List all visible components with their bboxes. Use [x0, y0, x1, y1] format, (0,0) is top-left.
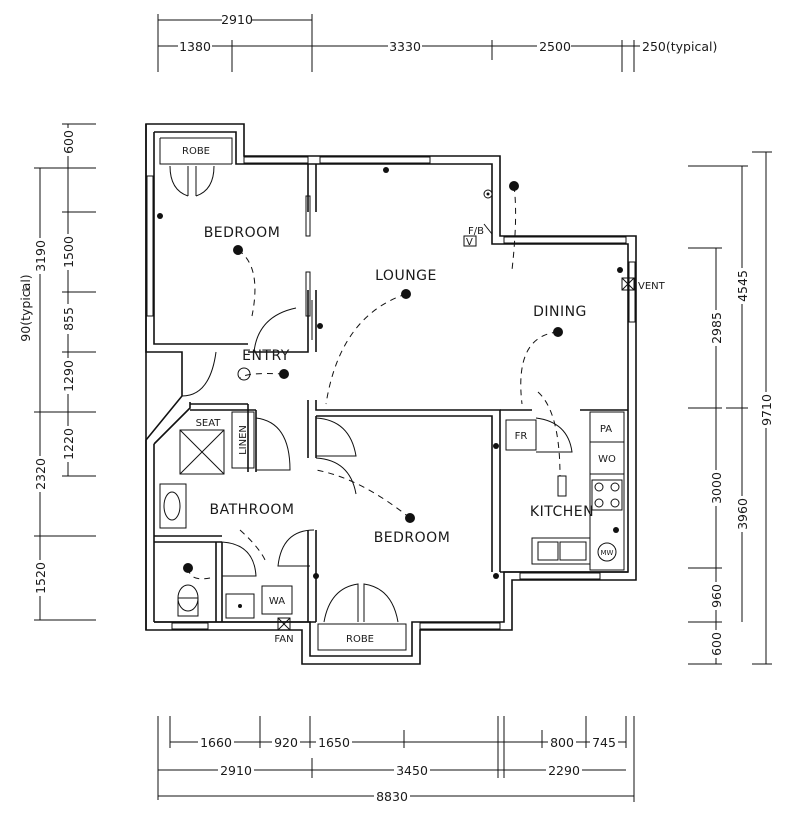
shower: [179, 429, 225, 475]
sliding-doors: [305, 195, 313, 340]
dim-left-1220: 1220: [61, 428, 76, 460]
light-switch-paths: [187, 185, 561, 580]
fire-box: [463, 223, 493, 247]
label-v: V: [466, 237, 473, 248]
bottom-dimensions: 1660 920 1650 800 745 2910 3450 2290 883…: [157, 716, 635, 804]
dim-right-600: 600: [709, 632, 724, 656]
dim-right-3000: 3000: [709, 472, 724, 504]
label-seat: SEAT: [196, 418, 222, 429]
label-linen: LINEN: [238, 425, 249, 455]
fan-symbol: [277, 617, 291, 631]
light-points: [157, 167, 623, 579]
dim-left-1500: 1500: [61, 236, 76, 268]
dim-left-1290: 1290: [61, 360, 76, 392]
label-robe-1: ROBE: [182, 146, 210, 157]
label-vent: VENT: [638, 281, 666, 292]
fixture-labels: F/B V VENT FR PA WO MW WA FAN: [269, 226, 666, 645]
label-entry: ENTRY: [242, 348, 290, 364]
left-dimensions: 3190 2320 1520 600 1500 855 1290 1220 90…: [18, 123, 96, 621]
label-wa: WA: [269, 596, 285, 607]
label-dining: DINING: [533, 304, 587, 320]
dim-right-4545: 4545: [735, 270, 750, 302]
dim-bottom-1660: 1660: [200, 735, 232, 750]
dim-bottom-8830: 8830: [376, 789, 408, 804]
dim-left-1520: 1520: [33, 562, 48, 594]
dim-left-2320: 2320: [33, 458, 48, 490]
toilet: [177, 584, 199, 617]
light-point-dining: [553, 327, 563, 337]
dim-left-3190: 3190: [33, 240, 48, 272]
light-point-bedroom1: [233, 245, 243, 255]
fridge: [505, 419, 537, 451]
light-point-entry: [279, 369, 289, 379]
linen-cupboard: [231, 411, 255, 469]
label-lounge: LOUNGE: [375, 268, 437, 284]
label-pa: PA: [600, 424, 612, 435]
dim-top-250-typical: 250(typical): [642, 39, 717, 54]
dim-bottom-920: 920: [274, 735, 298, 750]
dim-right-9710: 9710: [759, 394, 774, 426]
swing-doors: [169, 165, 573, 623]
label-kitchen: KITCHEN: [530, 504, 594, 520]
label-bedroom-1: BEDROOM: [204, 225, 281, 241]
dim-bottom-745: 745: [592, 735, 616, 750]
kitchen-bench: [531, 411, 625, 571]
dim-bottom-800: 800: [550, 735, 574, 750]
washing-machine: [261, 585, 293, 615]
light-point-balcony: [509, 181, 519, 191]
interior-walls: [154, 137, 628, 623]
label-bedroom-2: BEDROOM: [374, 530, 451, 546]
light-point-lounge: [401, 289, 411, 299]
label-fb: F/B: [468, 226, 484, 237]
label-wo: WO: [598, 454, 616, 465]
label-bathroom: BATHROOM: [209, 502, 294, 518]
label-fr: FR: [515, 431, 528, 442]
top-dimensions: 2910 1380 3330 2500 250(typical): [157, 12, 730, 72]
exterior-walls: [145, 123, 637, 665]
dim-bottom-2290: 2290: [548, 763, 580, 778]
dim-bottom-2910: 2910: [220, 763, 252, 778]
room-labels: ROBE BEDROOM LOUNGE DINING ENTRY SEAT LI…: [182, 146, 594, 645]
windows: [146, 156, 636, 630]
dim-left-855: 855: [61, 307, 76, 331]
dim-right-960: 960: [709, 584, 724, 608]
dim-left-600: 600: [61, 130, 76, 154]
dim-top-2910: 2910: [221, 12, 253, 27]
dim-left-90-typical: 90(typical): [18, 274, 33, 341]
dim-bottom-3450: 3450: [396, 763, 428, 778]
right-dimensions: 2985 3000 960 600 4545 3960 9710: [688, 151, 774, 665]
label-fan: FAN: [274, 634, 293, 645]
switch-symbol: [237, 367, 251, 381]
vent-symbol: [621, 277, 635, 291]
dim-top-2500: 2500: [539, 39, 571, 54]
basin: [159, 483, 187, 529]
dim-top-1380: 1380: [179, 39, 211, 54]
dim-right-2985: 2985: [709, 312, 724, 344]
robe-bedroom2: [317, 623, 407, 651]
label-mw: MW: [601, 549, 614, 557]
light-point-bedroom2: [405, 513, 415, 523]
dim-bottom-1650: 1650: [318, 735, 350, 750]
laundry-tub: [225, 593, 255, 619]
dim-right-3960: 3960: [735, 498, 750, 530]
light-point-wc: [183, 563, 193, 573]
dim-top-3330: 3330: [389, 39, 421, 54]
label-robe-2: ROBE: [346, 634, 374, 645]
